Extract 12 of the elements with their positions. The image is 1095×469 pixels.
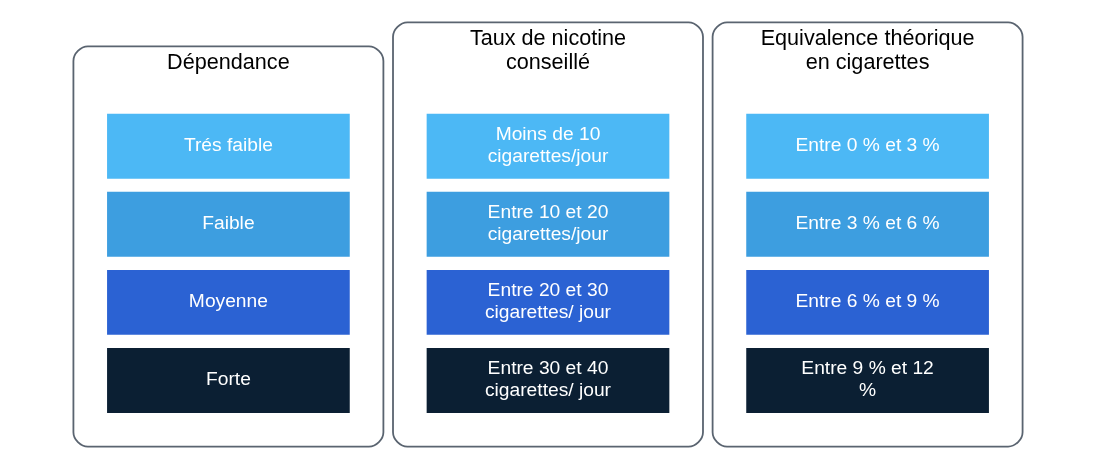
node-box: Trés faible — [106, 113, 350, 179]
node-box: Entre 6 % et 9 % — [745, 269, 989, 335]
node-box: Entre 9 % et 12 % — [745, 348, 989, 413]
node-box: Faible — [106, 191, 350, 257]
node-box: Entre 0 % et 3 % — [745, 113, 989, 179]
node-box: Moyenne — [106, 269, 350, 335]
node-box: Forte — [106, 348, 350, 413]
node-box: Entre 10 et 20 cigarettes/jour — [426, 191, 669, 257]
node-box: Entre 20 et 30 cigarettes/ jour — [426, 269, 669, 335]
node-box: Entre 3 % et 6 % — [745, 191, 989, 257]
node-box: Moins de 10 cigarettes/jour — [426, 113, 669, 179]
node-box: Entre 30 et 40 cigarettes/ jour — [426, 348, 669, 413]
